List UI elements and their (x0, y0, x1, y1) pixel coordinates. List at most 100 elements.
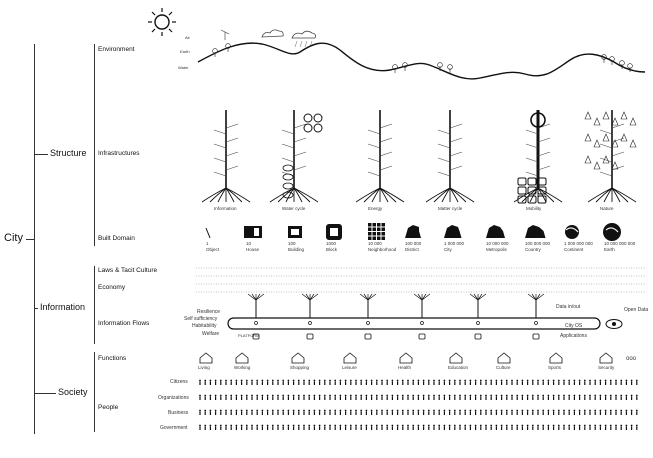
person-icon (537, 394, 539, 400)
person-icon (355, 424, 357, 430)
person-icon (459, 424, 461, 430)
built-count: 1000 (326, 241, 337, 246)
person-icon (292, 394, 295, 400)
person-icon (323, 424, 326, 430)
person-icon (266, 394, 269, 400)
infrastructure-label: Mobility (526, 206, 542, 211)
person-icon (448, 409, 451, 415)
person-icon (365, 409, 368, 415)
person-icon (531, 379, 534, 385)
person-icon (547, 379, 550, 385)
built-name: Object (206, 247, 220, 252)
flow-level-resilience: Resilience (197, 309, 221, 315)
person-icon (479, 394, 482, 400)
person-icon (573, 394, 576, 400)
person-icon (396, 424, 399, 430)
person-icon (261, 409, 264, 415)
person-icon (318, 394, 321, 400)
person-icon (604, 379, 607, 385)
person-icon (568, 409, 571, 415)
person-icon (297, 409, 300, 415)
env-layer-earth: Earth (180, 49, 190, 54)
person-icon (609, 424, 612, 430)
person-icon (537, 409, 539, 415)
person-icon (355, 394, 357, 400)
person-icon (370, 379, 373, 385)
person-icon (604, 394, 607, 400)
person-icon (323, 379, 326, 385)
person-icon (245, 409, 248, 415)
function-icon-living (199, 352, 213, 364)
person-icon (339, 424, 342, 430)
open-data-eye-icon (605, 319, 623, 329)
person-icon (594, 394, 597, 400)
person-icon (422, 394, 425, 400)
function-label: Working (234, 365, 251, 370)
built-name: House (246, 247, 260, 252)
flow-node-icon (247, 293, 265, 340)
person-icon (292, 409, 295, 415)
section-label-structure: Structure (50, 148, 87, 158)
person-icon (245, 379, 248, 385)
person-icon (297, 424, 300, 430)
person-icon (219, 379, 222, 385)
person-icon (427, 394, 430, 400)
person-icon (427, 379, 430, 385)
infrastructure-information (201, 110, 251, 203)
tree-icon (609, 56, 615, 65)
person-icon (625, 424, 628, 430)
person-icon (318, 424, 321, 430)
built-name: City (444, 247, 452, 252)
person-icon (292, 424, 295, 430)
person-icon (266, 379, 269, 385)
person-icon (531, 424, 534, 430)
person-icon (609, 394, 612, 400)
person-icon (204, 379, 207, 385)
person-icon (344, 409, 347, 415)
person-icon (516, 409, 519, 415)
person-icon (459, 394, 461, 400)
person-icon (323, 394, 326, 400)
person-icon (557, 409, 560, 415)
built-name: Country (525, 247, 541, 252)
built-icon-continent (565, 225, 579, 239)
person-icon (531, 409, 534, 415)
person-icon (266, 409, 269, 415)
person-icon (204, 409, 207, 415)
function-label: Education (448, 365, 469, 370)
information-flow-nodes (247, 293, 545, 340)
person-icon (615, 424, 617, 430)
person-icon (271, 394, 274, 400)
built-count: 10 000 000 000 (604, 241, 636, 246)
person-icon (469, 394, 472, 400)
person-icon (464, 424, 467, 430)
person-icon (563, 379, 565, 385)
person-icon (485, 379, 487, 385)
built-count: 10 (246, 241, 252, 246)
person-icon (427, 424, 430, 430)
person-icon (630, 424, 633, 430)
person-icon (438, 394, 441, 400)
person-icon (615, 379, 617, 385)
structure-bracket (94, 44, 95, 246)
information-bracket (94, 266, 95, 344)
tree-icon (627, 63, 633, 72)
person-icon (318, 409, 321, 415)
built-count: 100 000 (405, 241, 422, 246)
person-icon (589, 424, 591, 430)
person-icon (479, 409, 482, 415)
person-icon (349, 379, 352, 385)
person-icon (583, 409, 586, 415)
built-count: 1 000 000 (444, 241, 465, 246)
person-icon (422, 424, 425, 430)
person-icon (313, 394, 316, 400)
person-icon (329, 424, 331, 430)
person-icon (240, 409, 243, 415)
person-icon (505, 394, 508, 400)
person-icon (344, 379, 347, 385)
environment-decor (212, 43, 633, 73)
person-icon (230, 424, 233, 430)
person-icon (251, 394, 253, 400)
person-icon (308, 394, 311, 400)
person-icon (381, 424, 383, 430)
